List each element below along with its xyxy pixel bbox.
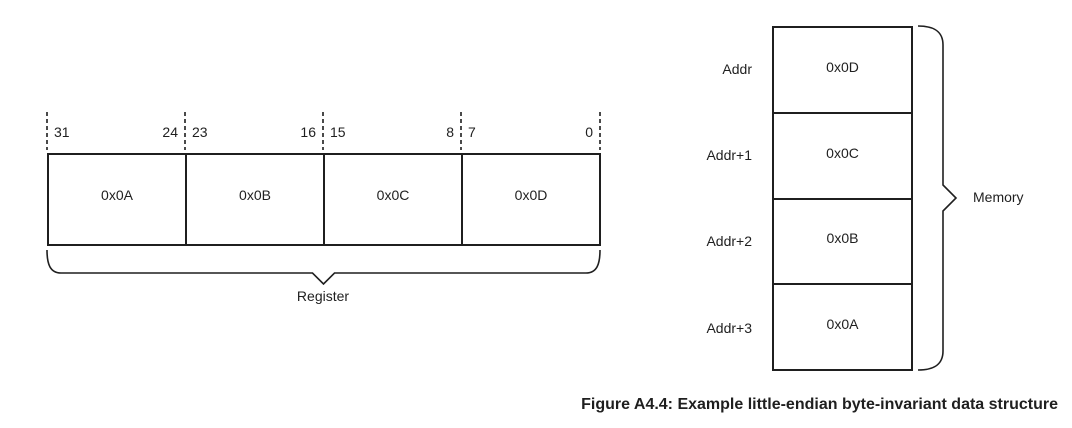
bit-boundary-tick	[460, 112, 462, 150]
bit-low-label: 0	[585, 124, 593, 140]
memory-address-label: Addr+1	[706, 147, 752, 163]
memory-byte-cell: 0x0B	[774, 200, 911, 286]
register-byte-cell: 0x0C	[325, 155, 463, 244]
bit-high-label: 15	[330, 124, 346, 140]
memory-label: Memory	[973, 189, 1024, 205]
memory-byte-cell: 0x0D	[774, 28, 911, 114]
bit-high-label: 31	[54, 124, 70, 140]
memory-byte-cell: 0x0A	[826, 316, 859, 333]
register-byte-cell: 0x0B	[187, 155, 325, 244]
register-box: 0x0A 0x0B 0x0C 0x0D	[47, 153, 601, 246]
bit-range-header: 7 0	[461, 119, 600, 145]
memory-address-label: Addr	[722, 61, 752, 77]
bit-boundary-tick	[322, 112, 324, 150]
bit-low-label: 8	[446, 124, 454, 140]
bit-high-label: 7	[468, 124, 476, 140]
register-byte-cell: 0x0A	[49, 155, 187, 244]
bit-low-label: 16	[300, 124, 316, 140]
figure-caption: Figure A4.4: Example little-endian byte-…	[581, 396, 1058, 413]
bit-boundary-tick	[599, 112, 601, 150]
register-brace	[46, 249, 601, 286]
memory-box: 0x0D 0x0C 0x0B 0x0A	[772, 26, 913, 371]
memory-byte-cell: 0x0C	[774, 114, 911, 200]
register-byte-cell: 0x0D	[514, 187, 548, 203]
memory-address-label: Addr+3	[706, 320, 752, 336]
memory-brace	[917, 25, 958, 371]
bit-high-label: 23	[192, 124, 208, 140]
memory-address-label: Addr+2	[706, 233, 752, 249]
bit-range-header: 31 24	[47, 119, 185, 145]
bit-boundary-tick	[184, 112, 186, 150]
bit-boundary-tick	[46, 112, 48, 150]
bit-range-header: 15 8	[323, 119, 461, 145]
bit-range-header: 23 16	[185, 119, 323, 145]
bit-low-label: 24	[162, 124, 178, 140]
register-label: Register	[296, 288, 350, 304]
